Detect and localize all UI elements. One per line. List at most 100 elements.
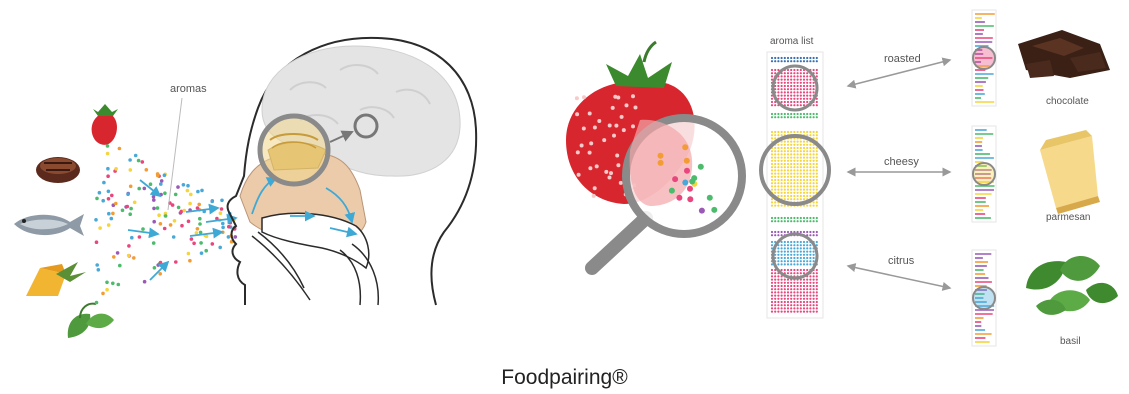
dot: [809, 195, 811, 197]
dot: [614, 124, 618, 128]
dot: [790, 169, 792, 171]
dot: [803, 304, 805, 306]
dot: [800, 311, 802, 313]
dot: [774, 217, 776, 219]
dot: [816, 298, 818, 300]
dot: [771, 179, 773, 181]
dot: [809, 298, 811, 300]
dot: [803, 198, 805, 200]
dot: [781, 185, 783, 187]
dot: [813, 257, 815, 259]
dot: [774, 304, 776, 306]
dot: [793, 116, 795, 118]
dot: [787, 163, 789, 165]
dot: [813, 251, 815, 253]
dot: [771, 182, 773, 184]
dot: [129, 185, 133, 189]
dot: [106, 167, 110, 171]
dot: [771, 244, 773, 246]
dot: [787, 254, 789, 256]
dot: [809, 116, 811, 118]
dot: [809, 251, 811, 253]
dot: [777, 157, 779, 159]
dot: [809, 295, 811, 297]
parmesan-icon: [1040, 130, 1100, 214]
dot: [127, 254, 131, 258]
dot: [803, 185, 805, 187]
dot: [784, 160, 786, 162]
dot: [110, 217, 114, 221]
dot: [102, 181, 106, 185]
dot: [159, 222, 163, 226]
dot: [793, 57, 795, 59]
dot: [771, 113, 773, 115]
dot: [803, 254, 805, 256]
dot: [793, 75, 795, 77]
dot: [784, 311, 786, 313]
dot: [784, 217, 786, 219]
dot: [816, 153, 818, 155]
dot: [774, 182, 776, 184]
dot: [111, 282, 115, 286]
dot: [793, 263, 795, 265]
dot: [806, 113, 808, 115]
dot: [774, 137, 776, 139]
dot: [777, 95, 779, 97]
dot: [797, 272, 799, 274]
dot: [784, 251, 786, 253]
dot: [771, 295, 773, 297]
dot: [806, 254, 808, 256]
dot: [774, 298, 776, 300]
dot: [774, 311, 776, 313]
dot: [816, 160, 818, 162]
dot: [797, 75, 799, 77]
dot: [787, 113, 789, 115]
dot: [781, 254, 783, 256]
dot: [797, 95, 799, 97]
dot: [800, 173, 802, 175]
dot: [793, 169, 795, 171]
dot: [790, 166, 792, 168]
dot: [806, 189, 808, 191]
dot: [774, 234, 776, 236]
dot: [806, 260, 808, 262]
dot: [800, 247, 802, 249]
dot: [774, 60, 776, 62]
dot: [809, 91, 811, 93]
dot: [803, 79, 805, 81]
dot: [806, 72, 808, 74]
dot: [784, 244, 786, 246]
dot: [813, 113, 815, 115]
dot: [790, 60, 792, 62]
dot: [803, 72, 805, 74]
dot: [809, 260, 811, 262]
dot: [784, 304, 786, 306]
dot: [781, 288, 783, 290]
descriptor-label-citrus: citrus: [888, 255, 915, 267]
dot: [790, 113, 792, 115]
dot: [806, 301, 808, 303]
dot: [187, 220, 191, 224]
dot: [784, 173, 786, 175]
dot: [793, 95, 795, 97]
dot: [813, 291, 815, 293]
dot: [110, 194, 114, 198]
dot: [784, 247, 786, 249]
dot: [806, 269, 808, 271]
dot: [771, 241, 773, 243]
dot: [806, 295, 808, 297]
dot: [813, 116, 815, 118]
dot: [781, 269, 783, 271]
dot: [806, 298, 808, 300]
dot: [787, 198, 789, 200]
dot: [793, 285, 795, 287]
olfactory-magnifier: [260, 116, 328, 184]
dot: [787, 150, 789, 152]
dot: [771, 263, 773, 265]
dot: [699, 208, 705, 214]
dot: [777, 179, 779, 181]
dot: [790, 150, 792, 152]
dot: [800, 179, 802, 181]
dot: [813, 205, 815, 207]
dot: [787, 260, 789, 262]
